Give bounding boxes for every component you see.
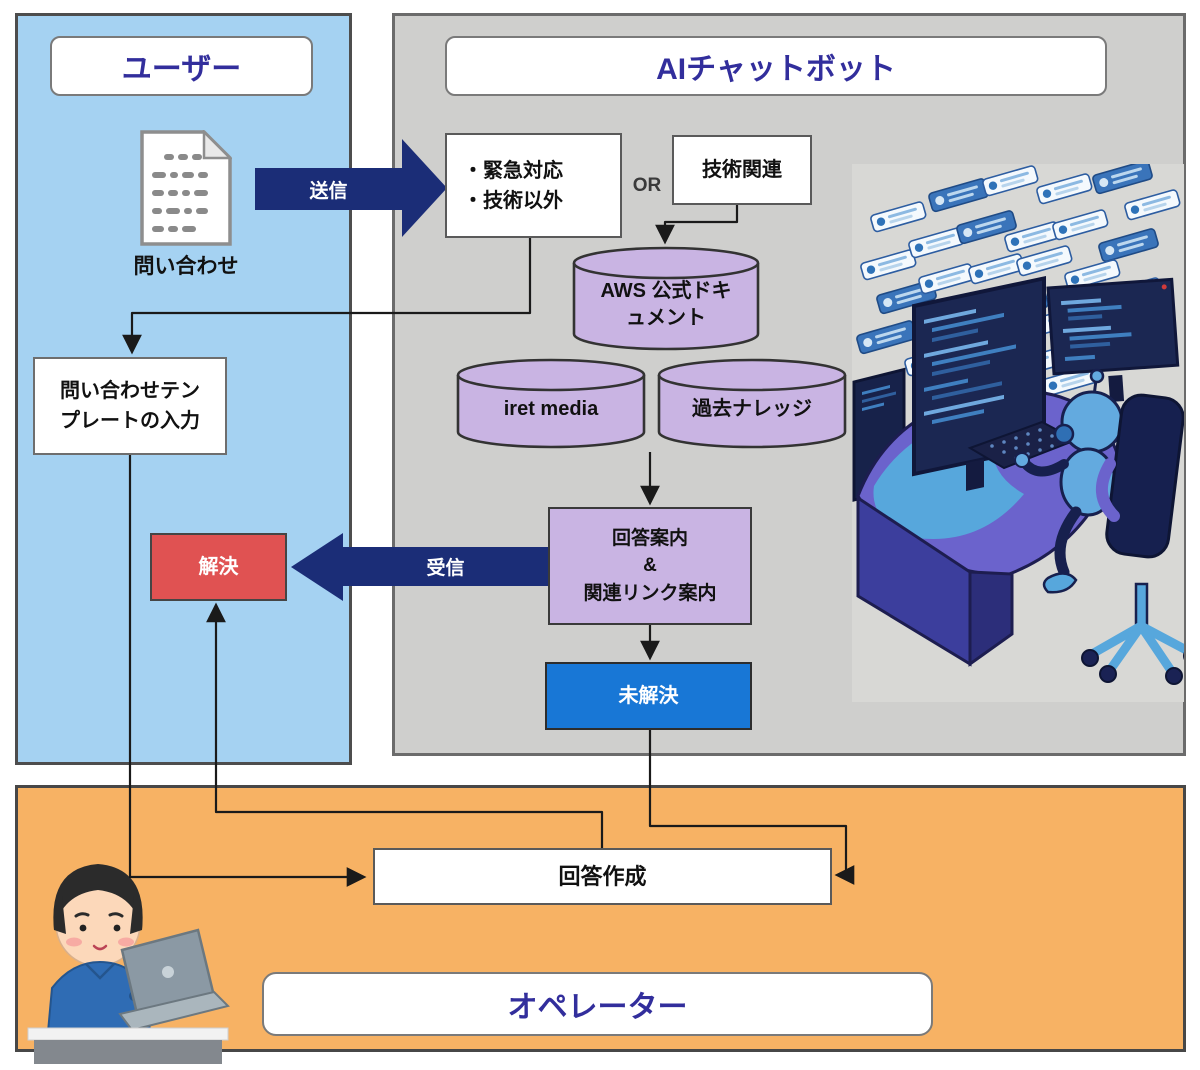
past-knowledge-datastore: 過去ナレッジ xyxy=(656,358,848,450)
operator-person-illustration xyxy=(27,864,230,1064)
cylinder-shape xyxy=(657,358,847,449)
receive-arrow: 受信 xyxy=(343,547,548,586)
answer-creation-node: 回答作成 xyxy=(373,848,832,905)
unresolved-node: 未解決 xyxy=(545,662,752,730)
office-chair xyxy=(1081,393,1184,685)
receive-arrow-head xyxy=(291,533,343,601)
right-monitor xyxy=(1046,277,1180,402)
tech-related-node: 技術関連 xyxy=(672,135,812,205)
inquiry-document-icon xyxy=(140,130,232,246)
receive-arrow-label: 受信 xyxy=(426,558,465,579)
robot xyxy=(1014,368,1124,594)
cylinder-shape xyxy=(456,358,646,449)
resolved-node: 解決 xyxy=(150,533,287,601)
inquiry-label: 問い合わせ xyxy=(133,255,239,278)
iret-media-datastore: iret media xyxy=(455,358,647,450)
send-arrow-head xyxy=(402,139,447,237)
triage-node: ・緊急対応 ・技術以外 xyxy=(445,133,622,238)
answer-guide-node: 回答案内 & 関連リンク案内 xyxy=(548,507,752,625)
operator-panel-title: オペレーター xyxy=(262,972,933,1036)
send-arrow: 送信 xyxy=(255,168,402,210)
aws-docs-label: AWS 公式ドキ ュメント xyxy=(600,280,732,329)
cylinder-shape xyxy=(572,246,760,351)
template-input-node: 問い合わせテン プレートの入力 xyxy=(33,357,227,455)
aws-docs-datastore: AWS 公式ドキ ュメント xyxy=(571,246,761,352)
past-knowledge-label: 過去ナレッジ xyxy=(692,398,812,420)
chatbot-panel-title: AIチャットボット xyxy=(445,36,1107,96)
chatbot-robot-illustration xyxy=(852,164,1184,702)
or-label: OR xyxy=(632,175,662,196)
iret-media-label: iret media xyxy=(503,398,599,420)
center-monitor xyxy=(912,275,1046,491)
send-arrow-label: 送信 xyxy=(309,180,348,202)
user-panel-title: ユーザー xyxy=(50,36,313,96)
